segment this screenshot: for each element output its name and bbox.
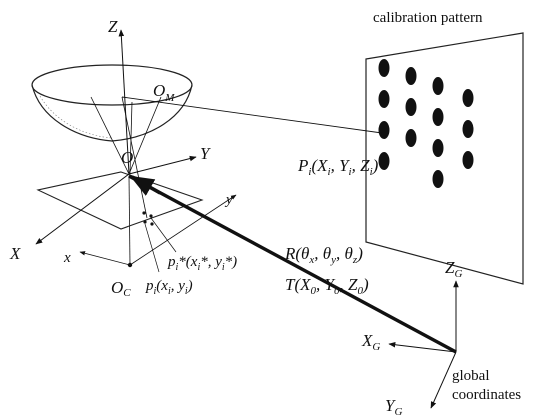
axis-x-line	[35, 173, 130, 245]
axis-z-line	[118, 29, 130, 175]
pattern-title: calibration pattern	[373, 10, 483, 26]
ray-world-to-mirror	[121, 96, 383, 134]
label-image-axis-x: x	[63, 250, 71, 266]
mirror-shading	[39, 95, 113, 139]
optical-axis-line	[129, 101, 133, 175]
calibration-dot	[432, 77, 444, 95]
leader-pstar	[150, 217, 177, 253]
calibration-dot	[462, 89, 474, 107]
global-caption-line2: coordinates	[452, 387, 521, 403]
axis-y-line	[128, 155, 197, 175]
image-point-dot-1	[142, 211, 146, 215]
label-world-point: Pi(Xi, Yi, Zi)	[297, 156, 379, 178]
mirror-surface	[31, 84, 193, 142]
global-caption-line1: global	[452, 368, 490, 384]
ray-mirror-left	[90, 96, 130, 175]
image-plane	[36, 171, 204, 230]
calibration-dot	[405, 129, 417, 147]
label-image-axis-y: y	[224, 192, 233, 208]
ray-mirror-to-image	[121, 96, 148, 219]
calibration-dot	[378, 121, 390, 139]
label-mirror-focus: OM	[153, 81, 175, 104]
calibration-dot	[432, 170, 444, 188]
image-center-dot	[127, 262, 133, 268]
label-axis-Y: Y	[200, 144, 211, 163]
image-axis-y-line	[129, 194, 237, 266]
label-axis-X: X	[9, 244, 21, 263]
image-point-dot-3	[143, 220, 147, 224]
calibration-dot	[405, 67, 417, 85]
calibration-dots	[378, 59, 474, 188]
label-axis-Z: Z	[108, 17, 118, 36]
image-point-dot-2	[149, 214, 153, 218]
calibration-dot	[432, 139, 444, 157]
calibration-dot	[462, 151, 474, 169]
label-rotation: R(θx, θy, θz)	[284, 244, 363, 266]
calibration-dot	[378, 90, 390, 108]
leader-p	[144, 223, 160, 273]
calibration-dot	[462, 120, 474, 138]
label-pstar: pi*(xi*, yi*)	[167, 254, 237, 273]
calibration-board	[365, 32, 524, 285]
label-global-Z: ZG	[445, 258, 462, 280]
label-translation: T(X0, Y0, Z0)	[285, 275, 369, 297]
calibration-dot	[405, 98, 417, 116]
ray-mirror-right	[128, 96, 162, 175]
calibration-dot	[432, 108, 444, 126]
calibration-dot	[378, 59, 390, 77]
label-origin-O: O	[121, 148, 133, 167]
label-p: pi(xi, yi)	[145, 278, 193, 297]
label-global-Y: YG	[385, 396, 402, 418]
label-global-X: XG	[361, 331, 380, 353]
label-image-center: OC	[111, 278, 131, 299]
optical-axis-lower	[128, 175, 131, 266]
global-axis-y-line	[430, 351, 457, 409]
global-axis-x-line	[388, 341, 457, 353]
calibration-dot	[378, 152, 390, 170]
image-axis-x-line	[79, 251, 131, 266]
transform-arrowhead	[129, 175, 161, 196]
image-point-dot-4	[150, 222, 154, 226]
transform-line	[128, 174, 457, 354]
